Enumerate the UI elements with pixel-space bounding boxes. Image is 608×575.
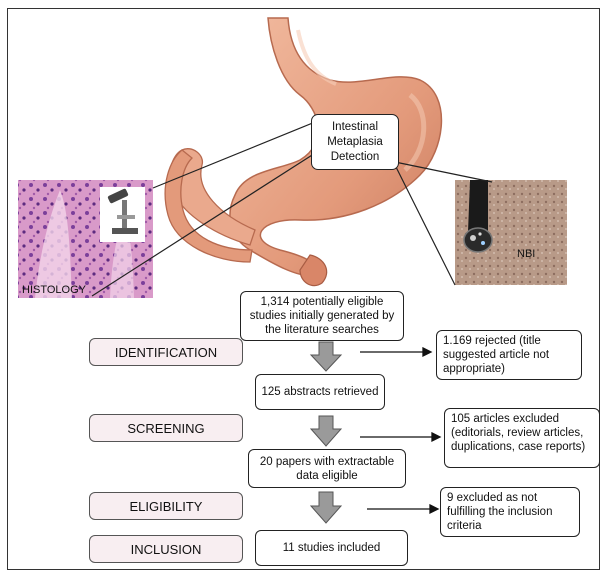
- stomach-illustration: [165, 18, 441, 286]
- im-detection-label: Intestinal Metaplasia Detection: [314, 120, 396, 165]
- flow-box-abstracts: 125 abstracts retrieved: [255, 374, 385, 410]
- side-arrows: [360, 348, 440, 513]
- stage-inclusion-label: INCLUSION: [131, 542, 202, 557]
- stage-screening: SCREENING: [89, 414, 243, 442]
- stage-inclusion: INCLUSION: [89, 535, 243, 563]
- down-arrow-2: [311, 416, 341, 446]
- stage-identification-label: IDENTIFICATION: [115, 345, 217, 360]
- flow-initial-text: 1,314 potentially eligible studies initi…: [245, 295, 399, 337]
- exclusion-articles-text: 105 articles excluded (editorials, revie…: [451, 413, 585, 453]
- histology-label: HISTOLOGY: [22, 284, 86, 296]
- down-arrows: [311, 342, 341, 523]
- stage-eligibility: ELIGIBILITY: [89, 492, 243, 520]
- flow-box-initial: 1,314 potentially eligible studies initi…: [240, 291, 404, 341]
- exclusion-box-criteria: 9 excluded as not fulfilling the inclusi…: [440, 487, 580, 537]
- stage-screening-label: SCREENING: [127, 421, 204, 436]
- down-arrow-1: [311, 342, 341, 371]
- nbi-label: NBI: [517, 248, 535, 260]
- stage-eligibility-label: ELIGIBILITY: [130, 499, 203, 514]
- nbi-endoscopy-image: [455, 180, 567, 285]
- flow-papers-text: 20 papers with extractable data eligible: [253, 455, 401, 483]
- exclusion-box-articles: 105 articles excluded (editorials, revie…: [444, 408, 600, 468]
- im-detection-box: Intestinal Metaplasia Detection: [311, 114, 399, 170]
- down-arrow-3: [311, 492, 341, 523]
- stage-identification: IDENTIFICATION: [89, 338, 243, 366]
- exclusion-box-rejected: 1.169 rejected (title suggested article …: [436, 330, 582, 380]
- flow-abstracts-text: 125 abstracts retrieved: [262, 385, 379, 399]
- flow-included-text: 11 studies included: [283, 541, 381, 555]
- exclusion-criteria-text: 9 excluded as not fulfilling the inclusi…: [447, 492, 552, 532]
- histology-image: [18, 180, 153, 298]
- flow-box-included: 11 studies included: [255, 530, 408, 566]
- flow-box-papers: 20 papers with extractable data eligible: [248, 449, 406, 488]
- exclusion-rejected-text: 1.169 rejected (title suggested article …: [443, 335, 549, 375]
